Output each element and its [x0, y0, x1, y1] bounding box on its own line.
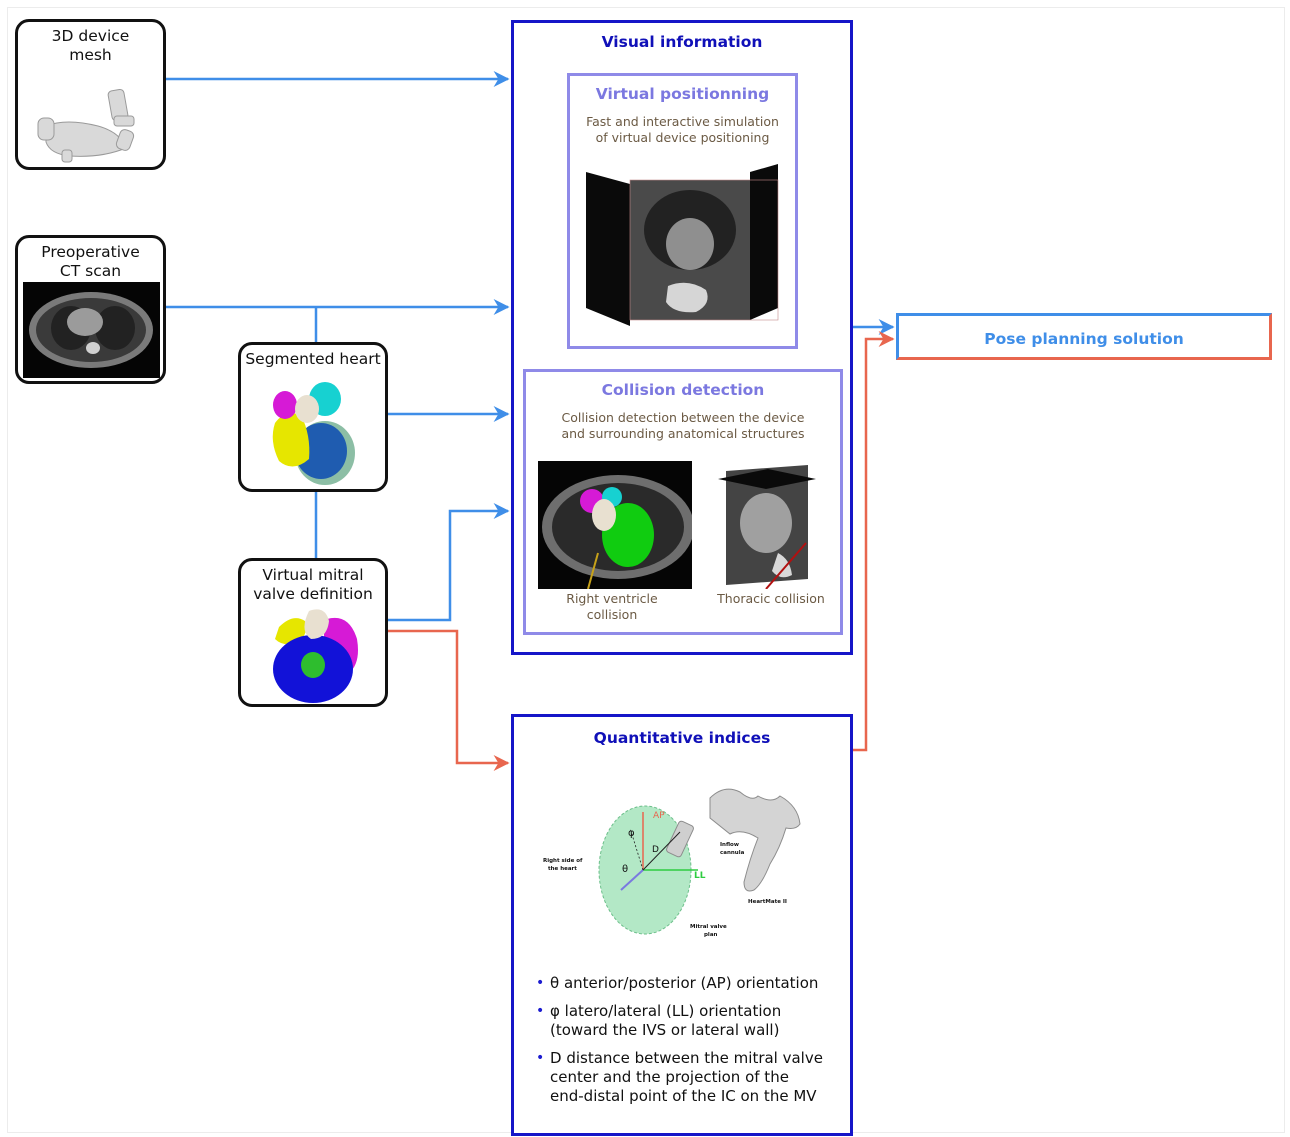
virtual-positioning-panel: Virtual positionning Fast and interactiv… — [567, 73, 798, 349]
bullet-phi: •φ latero/lateral (LL) orientation (towa… — [536, 1002, 782, 1039]
device-mesh-icon — [37, 88, 135, 163]
device-mesh-label: 3D device mesh — [51, 27, 130, 64]
arrow-quantitative-to-output — [852, 331, 895, 752]
segmented-heart-node: Segmented heart — [238, 342, 388, 492]
ct-scan-node: Preoperative CT scan — [15, 235, 166, 384]
mitral-valve-icon — [273, 609, 358, 703]
quantitative-indices-panel: Quantitative indices — [511, 714, 853, 1136]
visual-information-title: Visual information — [601, 33, 763, 51]
ct-scan-icon — [23, 282, 160, 378]
arrow-valve-to-quantitative — [387, 629, 510, 771]
bullet-d: •D distance between the mitral valve cen… — [536, 1049, 823, 1105]
pose-planning-solution-box: Pose planning solution — [896, 313, 1272, 360]
ap-label: AP — [653, 811, 665, 821]
thoracic-collision-render — [708, 461, 828, 589]
virtual-positioning-desc: Fast and interactive simulation of virtu… — [586, 114, 779, 145]
visual-information-panel: Visual information Virtual positionning … — [511, 20, 853, 655]
heartmate-label: HeartMate II — [748, 899, 787, 905]
ct-scan-label: Preoperative CT scan — [41, 243, 140, 280]
collision-detection-desc: Collision detection between the device a… — [561, 410, 805, 441]
right-ventricle-caption: Right ventricle collision — [566, 591, 658, 622]
mitral-valve-node: Virtual mitral valve definition — [238, 558, 388, 707]
segmented-heart-label: Segmented heart — [245, 350, 381, 368]
bullet-theta: •θ anterior/posterior (AP) orientation — [536, 974, 819, 992]
quantitative-indices-title: Quantitative indices — [593, 729, 771, 747]
d-label: D — [652, 845, 659, 855]
quantitative-bullets: •θ anterior/posterior (AP) orientation •… — [536, 974, 836, 1115]
virtual-positioning-title: Virtual positionning — [595, 85, 770, 103]
phi-label: φ — [628, 828, 635, 839]
thoracic-caption: Thoracic collision — [717, 591, 825, 606]
collision-detection-title: Collision detection — [601, 381, 765, 399]
collision-detection-panel: Collision detection Collision detection … — [523, 369, 843, 635]
pose-planning-solution-label: Pose planning solution — [984, 330, 1184, 348]
bullet-theta-text: θ anterior/posterior (AP) orientation — [550, 974, 819, 992]
theta-label: θ — [622, 864, 628, 875]
arrow-valve-to-visual — [387, 503, 510, 622]
virtual-positioning-render — [582, 158, 782, 333]
mitral-valve-label: Virtual mitral valve definition — [253, 566, 373, 603]
right-ventricle-collision-render — [538, 461, 692, 589]
bullet-phi-text: φ latero/lateral (LL) orientation (towar… — [550, 1002, 782, 1039]
ll-label: LL — [694, 871, 706, 881]
device-mesh-node: 3D device mesh — [15, 19, 166, 170]
heart-icon — [272, 382, 355, 485]
bullet-d-text: D distance between the mitral valve cent… — [550, 1049, 823, 1105]
